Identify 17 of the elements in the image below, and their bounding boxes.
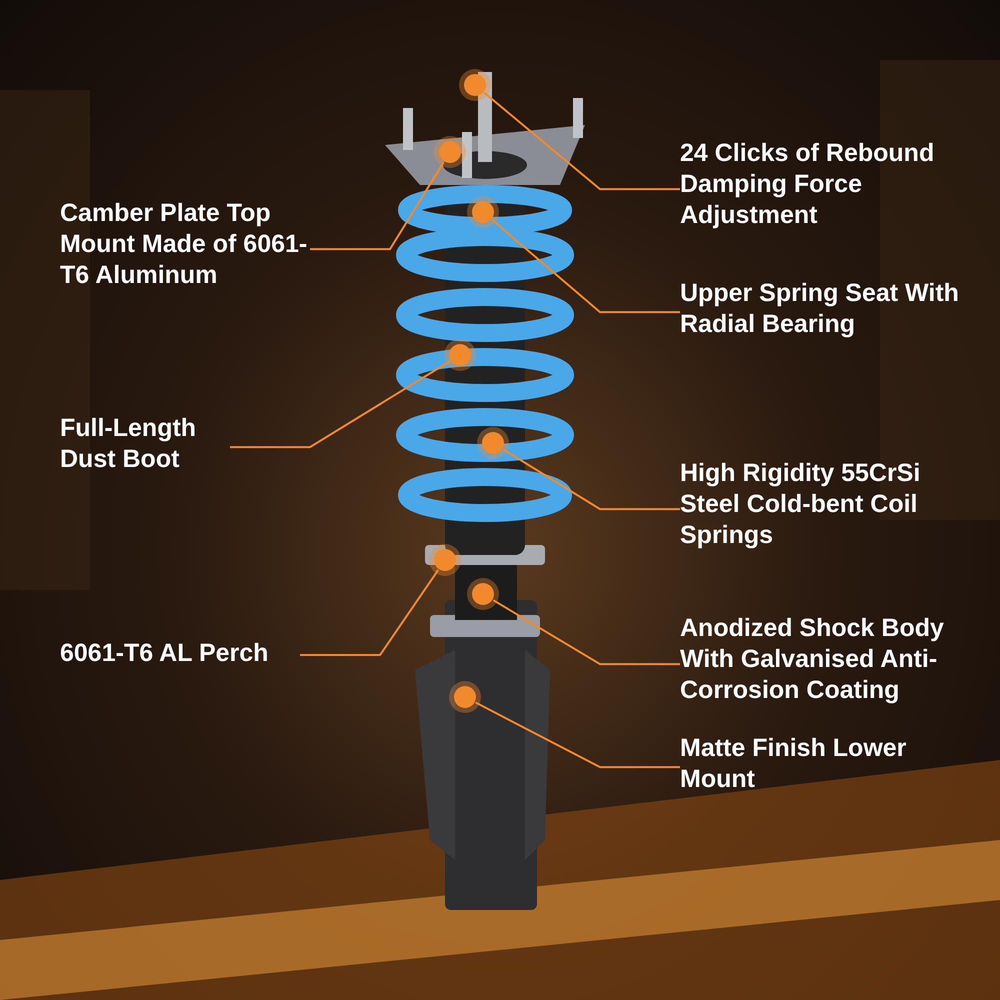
callout-label: Full-Length Dust Boot [60,413,230,475]
callout-label: Anodized Shock Body With Galvanised Anti-Corrosion Coating [680,613,990,706]
leader-line [492,599,680,666]
leader-line [491,219,680,314]
leader-line [475,702,680,768]
leader-line [230,360,450,448]
callout-dot [464,74,486,96]
callout-label: Upper Spring Seat With Radial Bearing [680,278,970,340]
callout-label: High Rigidity 55CrSi Steel Cold-bent Coil Springs [680,458,970,551]
callout-label: 24 Clicks of Rebound Damping Force Adjustment [680,138,970,231]
leader-line [310,162,445,250]
leader-line [502,448,680,510]
leader-line [484,92,680,190]
callout-label: 6061-T6 AL Perch [60,638,300,669]
callout-label: Camber Plate Top Mount Made of 6061-T6 Aluminum [60,198,310,291]
leader-line [300,569,440,656]
callout-label: Matte Finish Lower Mount [680,733,970,795]
